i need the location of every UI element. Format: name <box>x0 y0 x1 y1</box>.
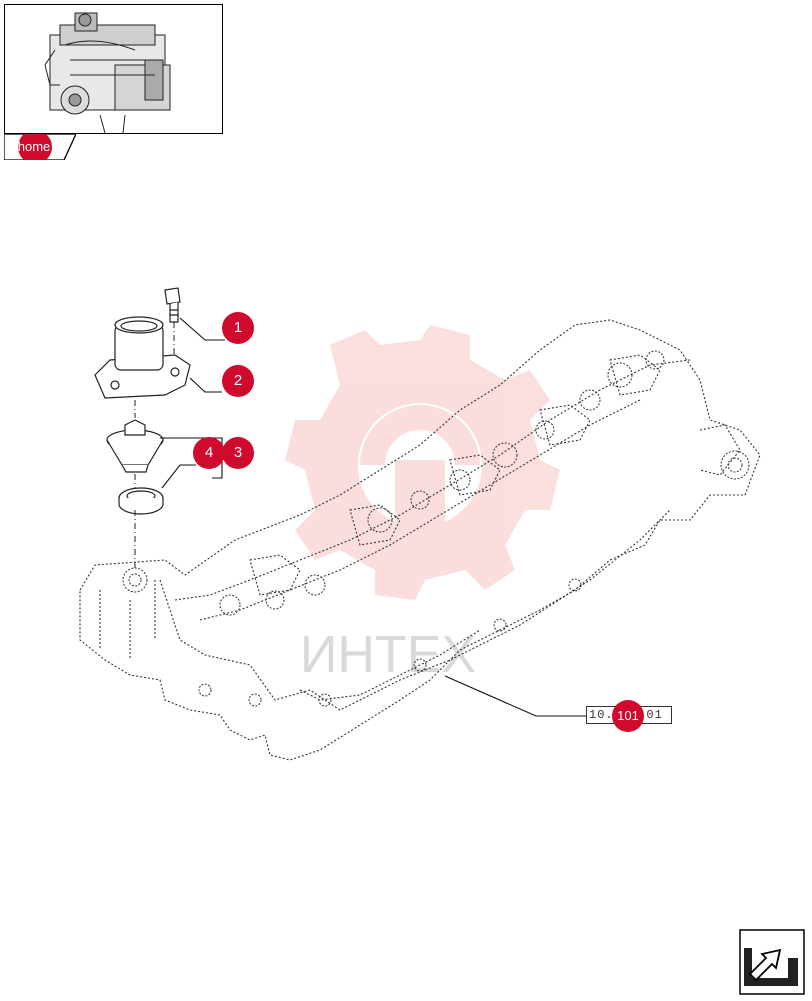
assembly-centerline <box>134 322 175 570</box>
callout-3-thermostat[interactable]: 3 <box>222 437 254 469</box>
bolt-part <box>164 287 181 323</box>
cylinder-head-ports <box>122 350 750 707</box>
callout-2-thermostat-housing[interactable]: 2 <box>222 365 254 397</box>
home-tab[interactable]: home <box>4 134 76 160</box>
watermark-text: ИНТЕХ <box>300 626 476 684</box>
reference-link-badge[interactable]: 101 <box>612 700 644 732</box>
next-page-arrow-icon <box>739 929 805 995</box>
home-button[interactable]: home <box>17 139 51 154</box>
engine-thumbnail[interactable] <box>4 4 223 134</box>
next-page-button[interactable] <box>738 928 806 996</box>
watermark-logo <box>285 325 560 600</box>
callout-4-seal[interactable]: 4 <box>193 437 225 469</box>
seal-ring-part <box>118 487 164 515</box>
cylinder-head <box>79 319 761 761</box>
engine-thumbnail-icon <box>44 12 171 133</box>
thermostat-part <box>106 419 164 473</box>
callout-1-bolt[interactable]: 1 <box>222 312 254 344</box>
home-tab-shape <box>4 134 76 160</box>
thermostat-housing-part <box>94 316 191 399</box>
